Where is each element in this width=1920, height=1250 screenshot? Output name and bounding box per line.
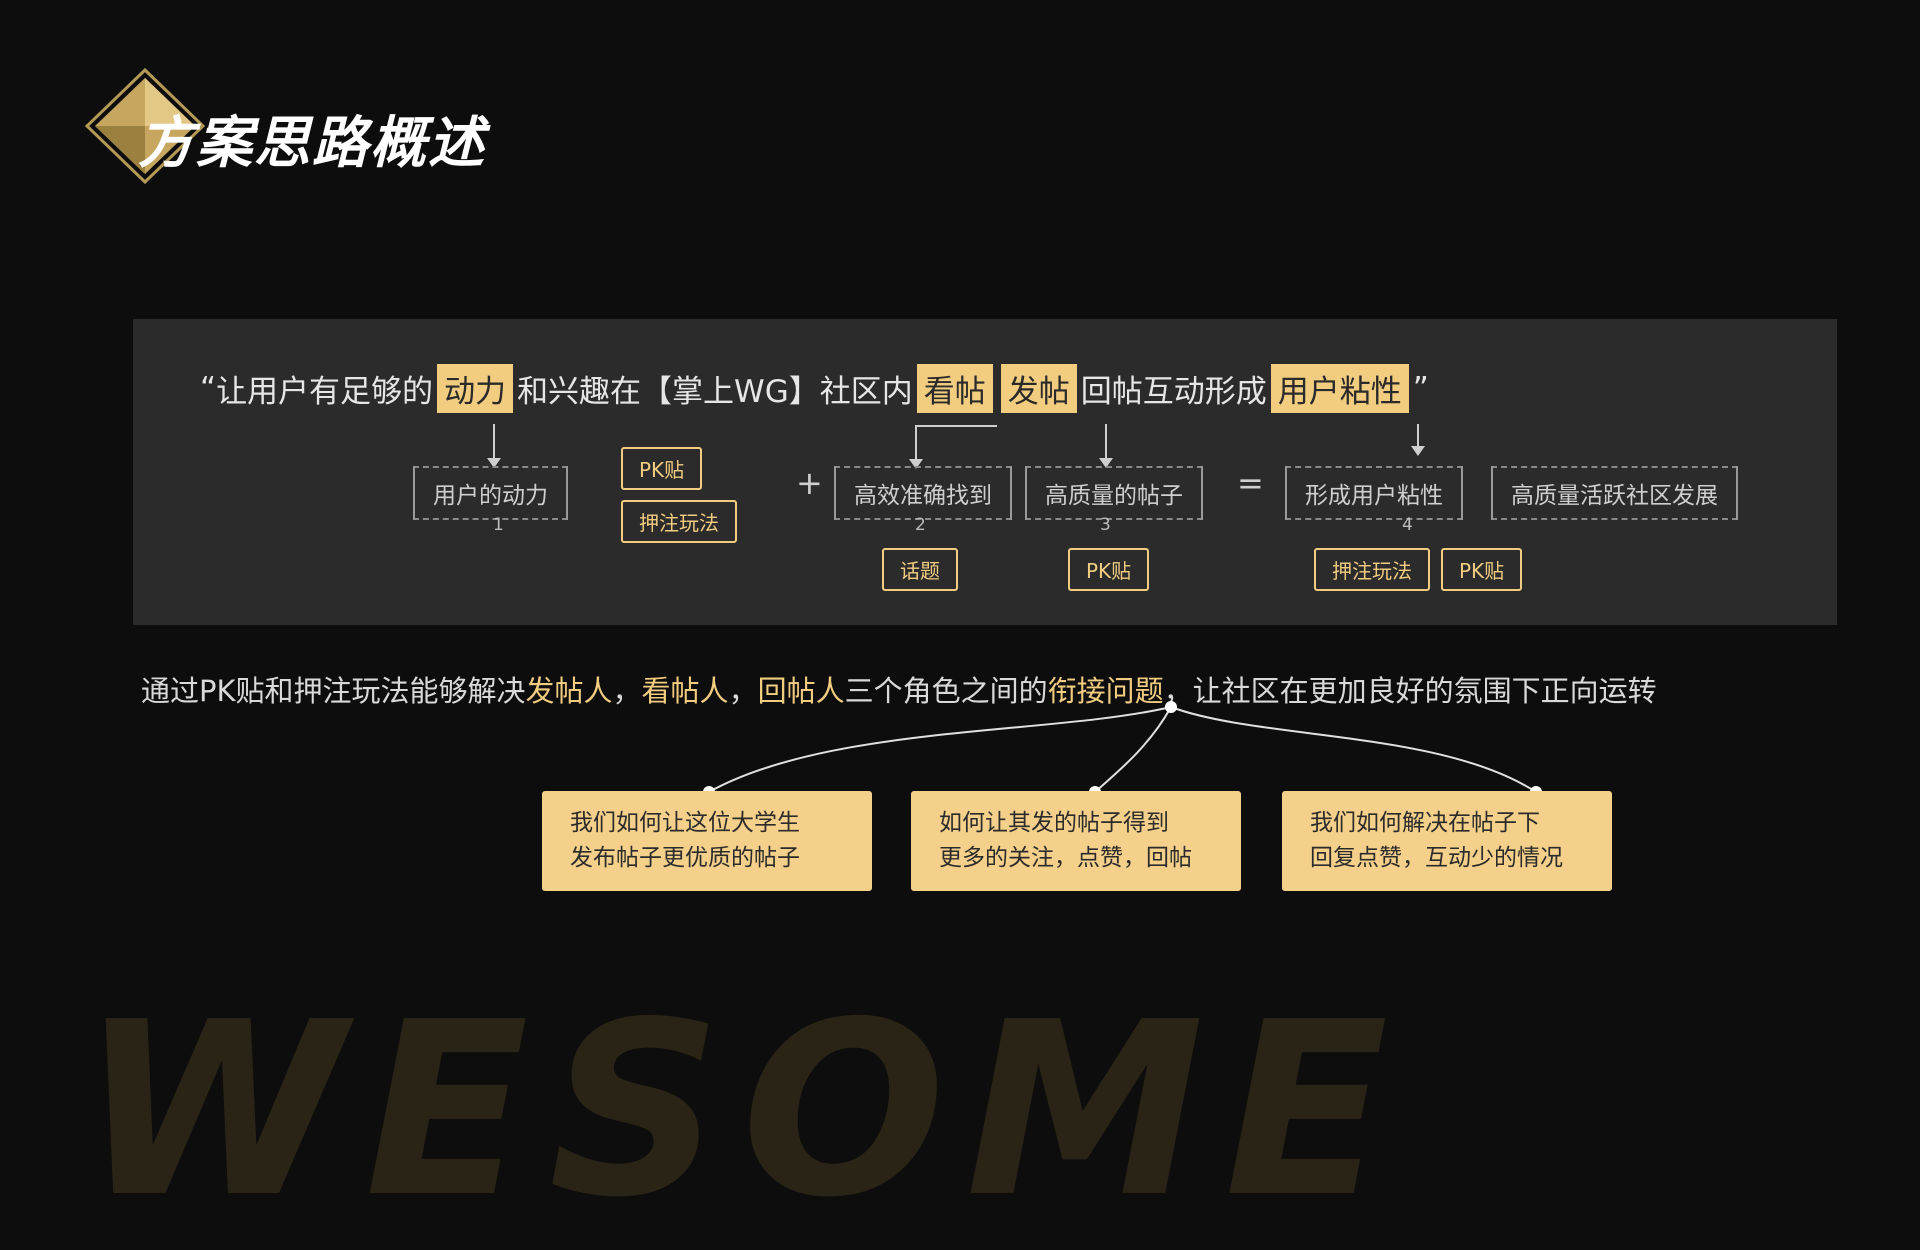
role-replier: 回帖人 (757, 674, 845, 708)
highlight-motivation: 动力 (437, 364, 514, 413)
highlight-view-post: 看帖 (916, 364, 993, 413)
tag-pk-post: PK贴 (1068, 548, 1150, 591)
connection-problem: 衔接问题 (1047, 674, 1164, 708)
equals-sign: = (1237, 464, 1264, 502)
plus-sign: + (796, 464, 823, 502)
formula-item-active-community: 高质量活跃社区发展 (1491, 466, 1738, 520)
formula-item-user-motivation: 用户的动力 (413, 466, 568, 520)
formula-number: 2 (915, 515, 926, 535)
quote-text-2: 和兴趣在【掌上WG】社区内 (517, 374, 913, 410)
tag-bet-play: 押注玩法 (1314, 548, 1430, 591)
tag-topic: 话题 (882, 548, 958, 591)
highlight-user-stickiness: 用户粘性 (1270, 364, 1409, 413)
question-card: 我们如何让这位大学生 发布帖子更优质的帖子 (542, 791, 872, 891)
sentence-text: 三个角色之间的 (844, 674, 1048, 708)
arrow-down-icon (1099, 424, 1113, 468)
arrow-down-icon (909, 425, 923, 469)
card-line: 我们如何解决在帖子下 (1310, 810, 1540, 836)
highlight-create-post: 发帖 (1000, 364, 1077, 413)
question-card: 如何让其发的帖子得到 更多的关注，点赞，回帖 (911, 791, 1241, 891)
diamond-logo-icon (85, 68, 205, 184)
quote-line: “ 让用户有足够的 动力 和兴趣在【掌上WG】社区内 看帖 发帖 回帖互动形成 … (200, 364, 1429, 413)
quote-text-3: 回帖互动形成 (1080, 374, 1267, 410)
role-poster: 发帖人 (525, 674, 613, 708)
formula-item-find-efficiently: 高效准确找到 (834, 466, 1012, 520)
formula-item-quality-posts: 高质量的帖子 (1025, 466, 1203, 520)
tag-pk-post: PK贴 (1441, 548, 1523, 591)
quote-close-mark: ” (1412, 370, 1429, 407)
role-viewer: 看帖人 (641, 674, 729, 708)
formula-item-user-stickiness: 形成用户粘性 (1285, 466, 1463, 520)
sentence-comma: ， (728, 674, 758, 708)
sentence-text: ，让社区在更加良好的氛围下正向运转 (1163, 674, 1657, 708)
card-line: 我们如何让这位大学生 (570, 810, 800, 836)
sentence-comma: ， (612, 674, 642, 708)
conclusion-sentence: 通过PK贴和押注玩法能够解决发帖人，看帖人，回帖人三个角色之间的衔接问题，让社区… (141, 668, 1657, 710)
quote-open-mark: “ (200, 370, 217, 407)
tag-bet-play: 押注玩法 (621, 500, 737, 543)
arrow-down-icon (487, 424, 501, 468)
connector-line (915, 425, 997, 427)
question-card: 我们如何解决在帖子下 回复点赞，互动少的情况 (1282, 791, 1612, 891)
tag-pk-post: PK贴 (621, 447, 703, 490)
formula-number: 1 (493, 515, 504, 535)
card-line: 回复点赞，互动少的情况 (1310, 845, 1563, 871)
card-line: 发布帖子更优质的帖子 (570, 845, 800, 871)
formula-number: 3 (1100, 515, 1111, 535)
card-line: 如何让其发的帖子得到 (939, 810, 1169, 836)
card-line: 更多的关注，点赞，回帖 (939, 845, 1192, 871)
quote-text-1: 让用户有足够的 (216, 374, 434, 410)
arrow-down-icon (1411, 424, 1425, 456)
sentence-text: 通过PK贴和押注玩法能够解决 (141, 674, 526, 708)
page-title: 方案思路概述 (138, 111, 486, 176)
formula-number: 4 (1402, 515, 1413, 535)
